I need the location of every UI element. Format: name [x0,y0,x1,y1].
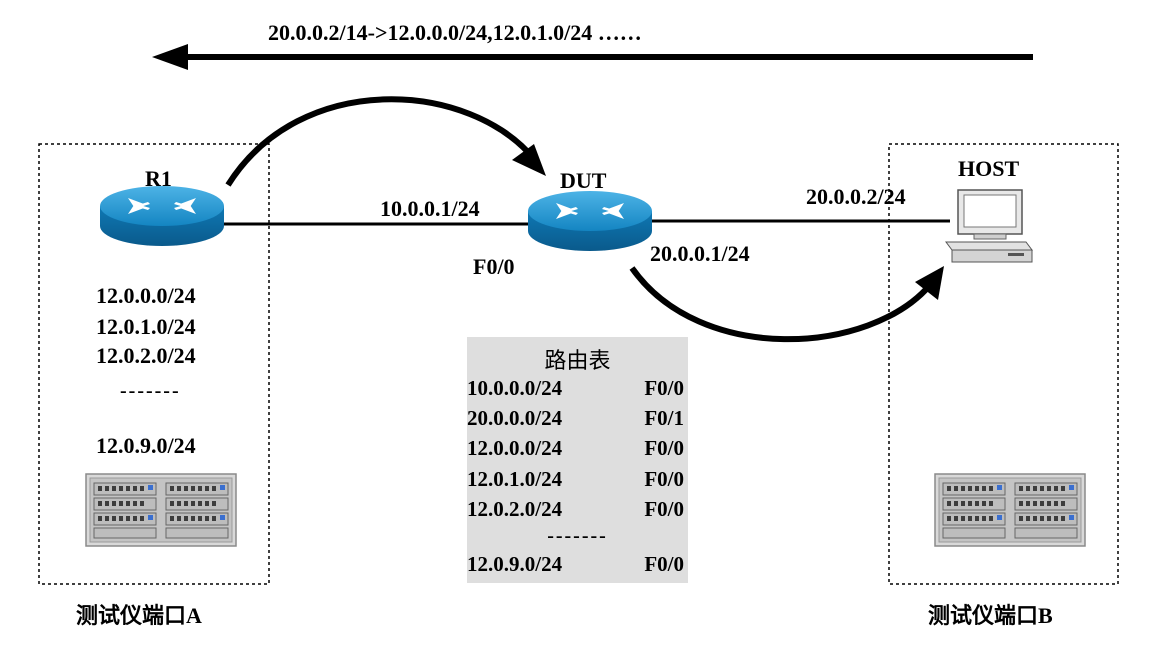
tester-b-box [888,143,1119,585]
route-iface: F0/1 [644,406,684,430]
r1-prefix-ellipsis: ------- [120,380,181,402]
r1-prefix: 12.0.0.0/24 [96,283,196,308]
route-iface: F0/0 [644,376,684,400]
tester-b-device-icon [934,473,1086,547]
dut-left-ip: 10.0.0.1/24 [380,196,480,221]
route-table: 路由表 10.0.0.0/24 F0/0 20.0.0.0/24 F0/1 12… [467,337,688,583]
route-table-row: 12.0.0.0/24 F0/0 [467,436,688,462]
route-net: 12.0.2.0/24 [467,497,563,521]
traffic-arrow-dut-to-host [629,266,944,343]
r1-prefix: 12.0.1.0/24 [96,314,196,339]
dut-left-iface: F0/0 [473,254,515,279]
traffic-arrow-r1-to-dut [225,96,546,187]
route-iface: F0/0 [644,467,684,491]
r1-router-icon [100,186,224,246]
route-net: 12.0.1.0/24 [467,467,563,491]
host-ip: 20.0.0.2/24 [806,184,906,209]
route-net: 12.0.9.0/24 [467,552,563,576]
dut-label: DUT [560,168,607,193]
route-table-row: 10.0.0.0/24 F0/0 [467,376,688,402]
route-table-ellipsis: ------- [547,525,608,547]
tester-a-box [38,143,270,585]
route-table-row: 12.0.2.0/24 F0/0 [467,497,688,523]
host-label: HOST [958,156,1020,181]
route-iface: F0/0 [644,436,684,460]
route-iface: F0/0 [644,497,684,521]
route-table-title: 路由表 [544,348,611,373]
r1-label: R1 [145,166,172,191]
route-table-row: 12.0.9.0/24 F0/0 [467,552,688,578]
route-table-row: 12.0.1.0/24 F0/0 [467,467,688,493]
route-net: 10.0.0.0/24 [467,376,563,400]
dut-right-ip: 20.0.0.1/24 [650,241,750,266]
r1-prefix: 12.0.2.0/24 [96,343,196,368]
tester-a-label: 测试仪端口A [76,603,202,628]
route-table-row: 20.0.0.0/24 F0/1 [467,406,688,432]
route-net: 20.0.0.0/24 [467,406,563,430]
dut-router-icon [528,191,652,251]
r1-prefix: 12.0.9.0/24 [96,433,196,458]
return-traffic-arrow [152,44,1033,70]
top-traffic-label: 20.0.0.2/14->12.0.0.0/24,12.0.1.0/24 …… [268,20,642,45]
tester-b-label: 测试仪端口B [928,603,1053,628]
route-net: 12.0.0.0/24 [467,436,563,460]
route-iface: F0/0 [644,552,684,576]
tester-a-device-icon [85,473,237,547]
host-computer-icon [945,189,1033,263]
